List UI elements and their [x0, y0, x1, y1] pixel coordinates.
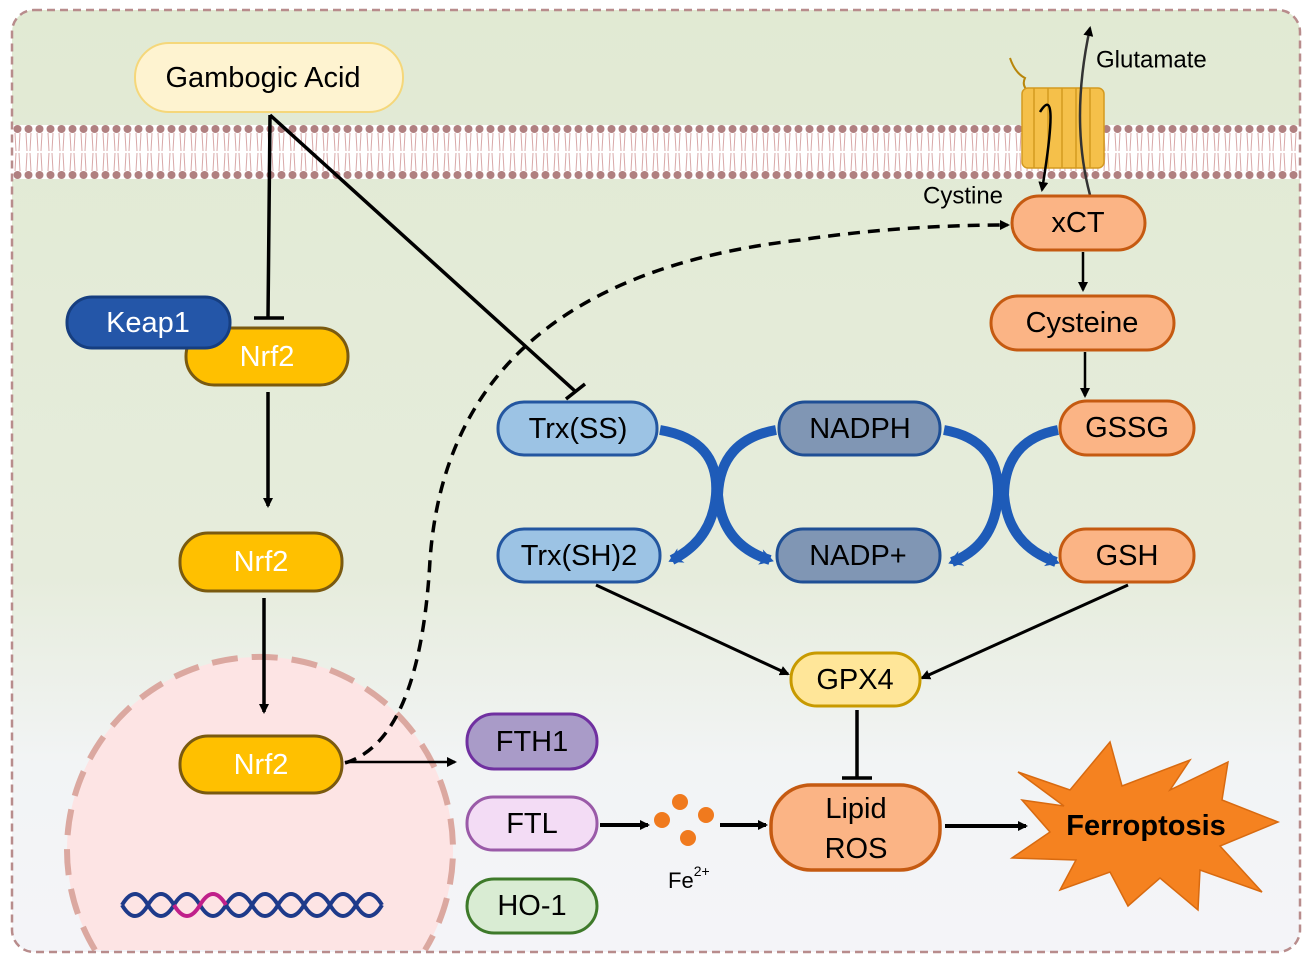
nadph-label: NADPH: [809, 413, 911, 445]
nrf2-label: Nrf2: [240, 341, 295, 373]
fe2-label: Fe2+: [668, 863, 710, 893]
node-nrf2-cytoplasm[interactable]: Nrf2: [184, 326, 350, 387]
dna-icon: [120, 892, 384, 918]
xct-transporter-icon: [1009, 26, 1105, 196]
node-ho1[interactable]: HO-1: [465, 877, 599, 935]
node-gambogic-acid[interactable]: Gambogic Acid: [134, 42, 404, 113]
node-fth1[interactable]: FTH1: [465, 712, 599, 771]
node-ftl[interactable]: FTL: [465, 795, 599, 852]
node-lipid-ros[interactable]: Lipid ROS: [769, 783, 942, 872]
edges: [254, 113, 1129, 831]
gsh-label: GSH: [1096, 540, 1159, 572]
keap1-label: Keap1: [106, 307, 190, 339]
node-nadph[interactable]: NADPH: [777, 400, 942, 457]
lipid-ros-label-line2: ROS: [825, 833, 888, 865]
node-keap1[interactable]: Keap1: [65, 295, 232, 350]
node-trx-sh2[interactable]: Trx(SH)2: [496, 527, 662, 584]
nrf2-label: Nrf2: [234, 546, 289, 578]
gambogic-acid-label: Gambogic Acid: [165, 62, 360, 94]
gssg-label: GSSG: [1085, 412, 1169, 444]
node-cysteine[interactable]: Cysteine: [989, 294, 1176, 352]
trx-sh2-label: Trx(SH)2: [521, 540, 638, 572]
node-ferroptosis[interactable]: Ferroptosis: [1009, 740, 1281, 912]
node-nadp[interactable]: NADP+: [775, 527, 942, 584]
trx-ss-label: Trx(SS): [529, 413, 628, 445]
node-gpx4[interactable]: GPX4: [789, 651, 922, 708]
node-xct[interactable]: xCT: [1010, 194, 1147, 252]
ho1-label: HO-1: [497, 890, 566, 922]
nadp-label: NADP+: [809, 540, 907, 572]
xct-label: xCT: [1051, 207, 1104, 239]
nrf2-label: Nrf2: [234, 749, 289, 781]
redox-cycle-arrows: [659, 425, 1060, 567]
gpx4-label: GPX4: [816, 664, 893, 696]
iron-ions-icon: [654, 794, 714, 846]
edge-gsh-gpx4: [920, 583, 1129, 680]
node-gssg[interactable]: GSSG: [1058, 399, 1196, 457]
ftl-label: FTL: [506, 808, 558, 840]
dashed-edge-nrf2-xct: [344, 220, 1010, 765]
cell-membrane: [12, 125, 1300, 179]
glutamate-label: Glutamate: [1096, 47, 1207, 74]
inhibit-edge-ga-trx: [268, 113, 587, 401]
ferroptosis-label: Ferroptosis: [1066, 810, 1226, 842]
inhibit-edge-gpx4-ros: [842, 710, 872, 780]
fe-symbol: Fe: [668, 868, 694, 893]
lipid-ros-label-line1: Lipid: [825, 793, 886, 825]
node-gsh[interactable]: GSH: [1058, 527, 1196, 584]
inhibit-edge-ga-nrf2: [254, 114, 284, 320]
fe-charge-superscript: 2+: [694, 863, 710, 879]
edge-trx-gpx4: [595, 583, 790, 676]
cystine-label: Cystine: [923, 183, 1003, 210]
node-nrf2-nucleus[interactable]: Nrf2: [178, 734, 344, 795]
node-trx-ss[interactable]: Trx(SS): [496, 400, 659, 457]
nucleus: [64, 653, 456, 952]
cysteine-label: Cysteine: [1026, 307, 1139, 339]
node-nrf2-free[interactable]: Nrf2: [178, 531, 344, 593]
fth1-label: FTH1: [496, 726, 569, 758]
